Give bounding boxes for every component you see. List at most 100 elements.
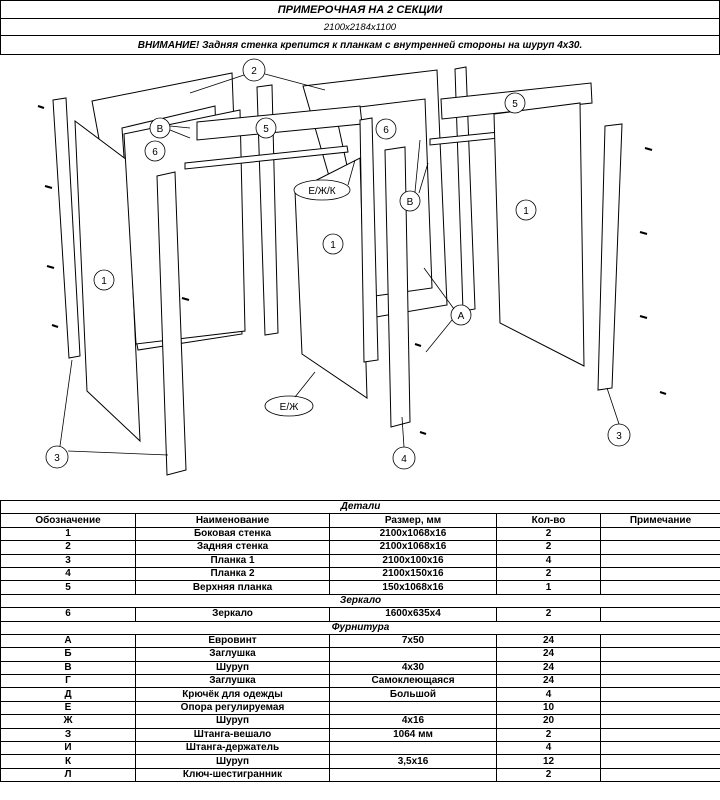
cell-code: Г bbox=[0, 674, 136, 689]
cell-qty: 1 bbox=[496, 580, 601, 595]
section-header: Фурнитура bbox=[0, 620, 720, 635]
cell-size bbox=[329, 741, 497, 756]
cell-code: 3 bbox=[0, 553, 136, 568]
cell-qty: 24 bbox=[496, 647, 601, 662]
label-3-right: 3 bbox=[616, 431, 622, 442]
warning-note: ВНИМАНИЕ! Задняя стенка крепится к планк… bbox=[0, 36, 720, 55]
cell-name: Планка 2 bbox=[135, 566, 330, 582]
callout-6-right bbox=[375, 118, 397, 140]
document-dimensions: 2100x2184x1100 bbox=[0, 19, 720, 36]
cell-qty: 4 bbox=[496, 687, 601, 702]
cell-note bbox=[600, 741, 720, 756]
side-wall-right bbox=[493, 102, 585, 367]
column-header: Размер, мм bbox=[329, 513, 497, 528]
cell-size bbox=[329, 700, 497, 716]
column-header: Наименование bbox=[135, 513, 330, 528]
cell-size: 2100x100x16 bbox=[329, 553, 497, 568]
callout-a bbox=[450, 304, 472, 326]
callout-b-left bbox=[149, 117, 171, 139]
cell-qty: 2 bbox=[496, 566, 601, 582]
cell-note bbox=[600, 633, 720, 649]
callout-5-left bbox=[255, 117, 277, 139]
cell-qty: 4 bbox=[496, 741, 601, 756]
cell-note bbox=[600, 727, 720, 743]
cell-code: 4 bbox=[0, 566, 136, 582]
cell-qty: 10 bbox=[496, 700, 601, 716]
label-5-right: 5 bbox=[512, 99, 518, 110]
cell-code: З bbox=[0, 727, 136, 743]
cell-name: Планка 1 bbox=[135, 553, 330, 568]
side-wall-center bbox=[294, 157, 368, 399]
cell-qty: 2 bbox=[496, 727, 601, 743]
cell-size: 2100x1068x16 bbox=[329, 526, 497, 542]
callout-ezh bbox=[264, 395, 314, 417]
cell-code: 1 bbox=[0, 526, 136, 542]
column-header: Обозначение bbox=[0, 513, 136, 528]
cell-note bbox=[600, 674, 720, 689]
callout-b-right bbox=[399, 190, 421, 212]
cell-qty: 24 bbox=[496, 633, 601, 649]
cell-qty: 4 bbox=[496, 553, 601, 568]
cell-qty: 24 bbox=[496, 660, 601, 676]
cell-code: К bbox=[0, 754, 136, 769]
cell-qty: 2 bbox=[496, 540, 601, 555]
cell-code: И bbox=[0, 741, 136, 756]
cell-code: В bbox=[0, 660, 136, 676]
cell-size: Большой bbox=[329, 687, 497, 702]
column-header: Примечание bbox=[600, 513, 720, 528]
callout-1-right bbox=[515, 199, 537, 221]
cell-code: Б bbox=[0, 647, 136, 662]
cell-code: А bbox=[0, 633, 136, 649]
cell-qty: 20 bbox=[496, 714, 601, 729]
label-1-right: 1 bbox=[523, 206, 529, 217]
plank-left-outer bbox=[52, 97, 81, 359]
cell-qty: 2 bbox=[496, 526, 601, 542]
label-ezhk: Е/Ж/К bbox=[308, 186, 335, 197]
cell-name: Зеркало bbox=[135, 607, 330, 622]
callout-5-right bbox=[504, 92, 526, 114]
cell-qty: 2 bbox=[496, 767, 601, 783]
cell-code: Д bbox=[0, 687, 136, 702]
label-1-left: 1 bbox=[101, 276, 107, 287]
callout-1-left bbox=[93, 269, 115, 291]
cell-note bbox=[600, 607, 720, 622]
label-5-left: 5 bbox=[263, 124, 269, 135]
label-1-center: 1 bbox=[330, 240, 336, 251]
label-a: А bbox=[458, 311, 465, 322]
callout-ezhk bbox=[293, 179, 351, 201]
callout-3-left bbox=[45, 445, 69, 469]
cell-note bbox=[600, 526, 720, 542]
rod-left bbox=[184, 145, 349, 170]
assembly-drawing: 2 5 6 6 5 В В Е/Ж/К 1 1 1 А Е/Ж 3 4 3 bbox=[37, 58, 667, 476]
cell-size: 150x1068x16 bbox=[329, 580, 497, 595]
cell-note bbox=[600, 566, 720, 582]
cell-name: Ключ-шестигранник bbox=[135, 767, 330, 783]
cell-name: Боковая стенка bbox=[135, 526, 330, 542]
cell-code: 5 bbox=[0, 580, 136, 595]
plank2-left bbox=[156, 171, 187, 476]
mirror-right bbox=[359, 117, 379, 363]
cell-qty: 2 bbox=[496, 607, 601, 622]
cell-name: Заглушка bbox=[135, 674, 330, 689]
cell-note bbox=[600, 687, 720, 702]
cell-name: Шуруп bbox=[135, 660, 330, 676]
cell-note bbox=[600, 754, 720, 769]
section-header: Детали bbox=[0, 499, 720, 515]
plank-back-right bbox=[454, 66, 476, 312]
label-b-right: В bbox=[407, 197, 414, 208]
cell-size bbox=[329, 767, 497, 783]
